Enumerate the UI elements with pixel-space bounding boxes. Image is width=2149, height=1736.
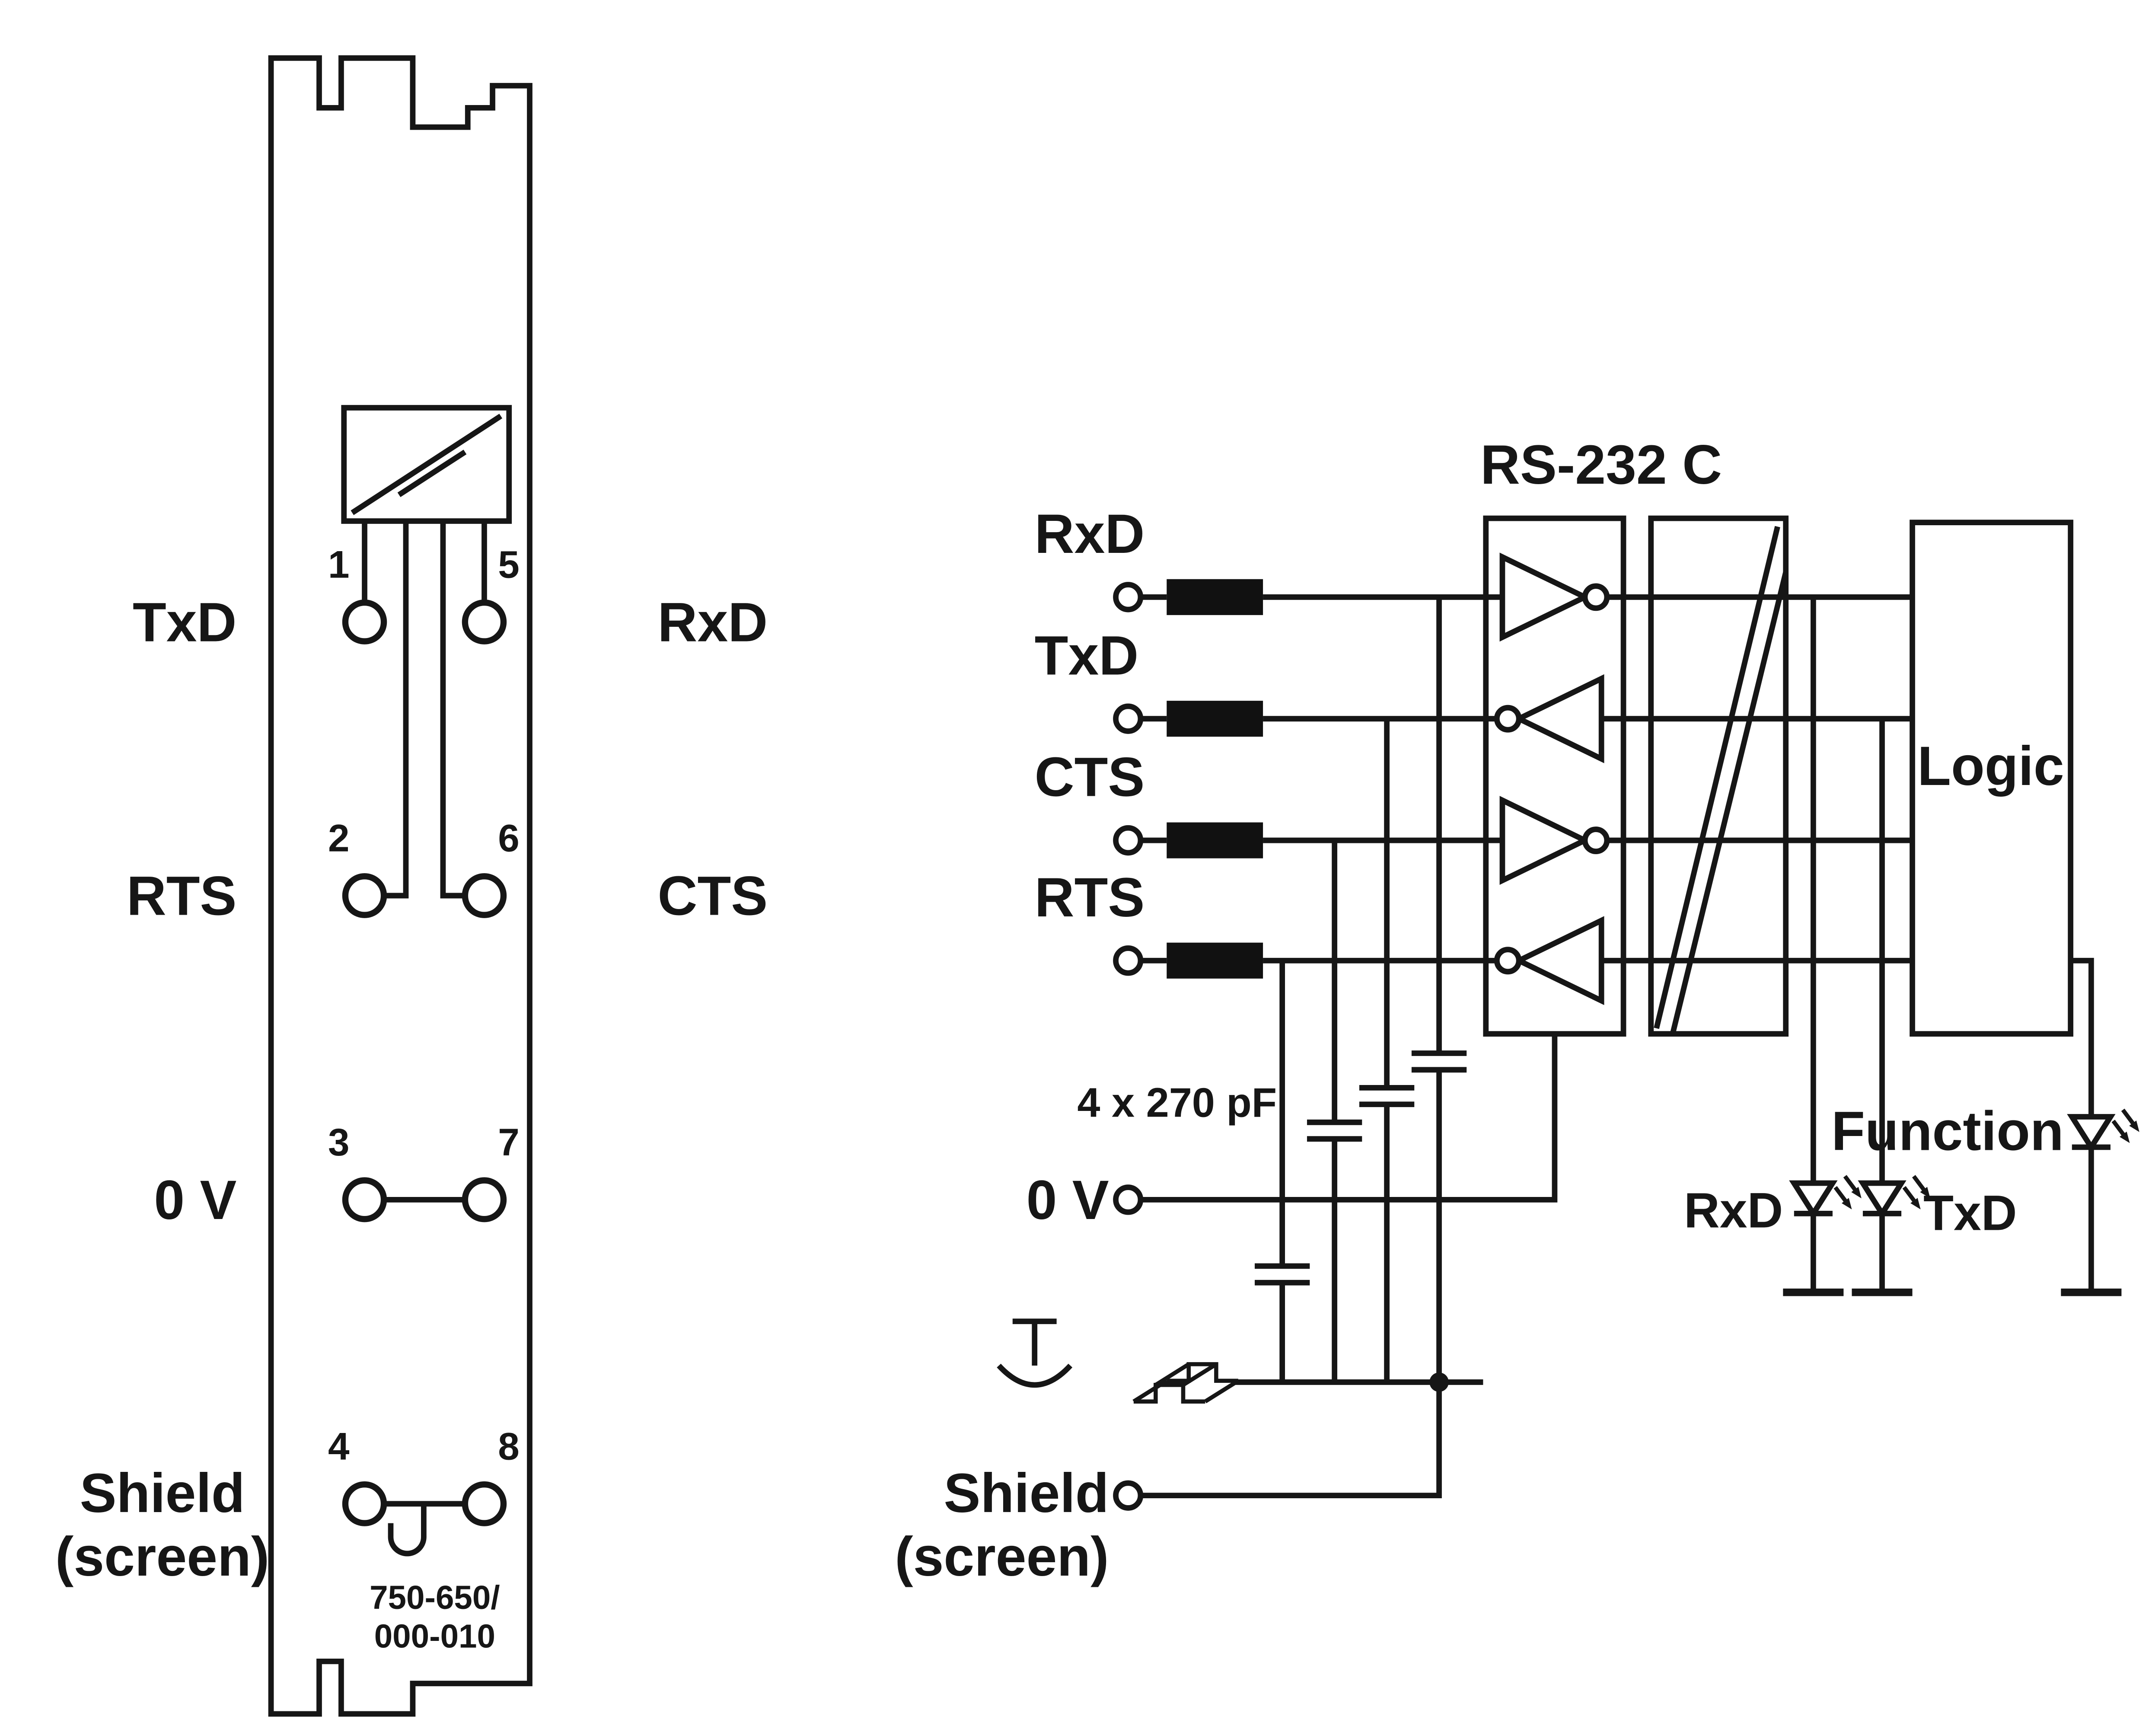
din-rail-front	[1133, 1383, 1205, 1404]
status-leds: RxD TxD Function	[1684, 1100, 2139, 1296]
terminal-rts	[1113, 945, 1144, 976]
pin-number-8: 8	[498, 1424, 520, 1468]
rxd-led-label: RxD	[1684, 1183, 1783, 1238]
rxd-led-icon	[1794, 1176, 1862, 1213]
pin-contact-6	[462, 873, 507, 918]
earth-icon	[997, 1318, 1073, 1388]
din-rail-edge-right	[1204, 1379, 1240, 1404]
pin-contact-3	[342, 1177, 387, 1222]
module-part-number: 750-650/ 000-010	[370, 1580, 500, 1655]
choke-rts	[1167, 942, 1263, 979]
pin-contact-2	[342, 873, 387, 918]
module-labels: TxD RxD RTS CTS 0 V Shield (screen)	[55, 591, 768, 1588]
terminal-rxd	[1113, 582, 1144, 613]
pin-contact-1	[342, 599, 387, 645]
buffer-rxd	[1499, 552, 1591, 642]
pin-number-4: 4	[328, 1424, 350, 1468]
driver-box-outline	[1483, 515, 1626, 1037]
wire-function-feed	[2070, 957, 2094, 1117]
module-label-0v: 0 V	[154, 1169, 236, 1231]
terminal-cts	[1113, 825, 1144, 856]
isolation-diagonal-short	[397, 450, 467, 498]
pin-number-2: 2	[328, 816, 350, 859]
pin-contact-8	[462, 1481, 507, 1526]
part-number-line1: 750-650/	[370, 1580, 500, 1616]
signal-label-shield: Shield	[944, 1462, 1109, 1524]
logic-box: Logic	[1910, 520, 2073, 1037]
isolation-diagonal	[351, 414, 503, 515]
driver-box	[1483, 515, 1626, 1037]
wire-shield	[1140, 1382, 1442, 1499]
signal-label-0v: 0 V	[1027, 1169, 1109, 1231]
circuit-schematic: Logic	[895, 434, 2139, 1588]
driver-box-label: RS-232 C	[1480, 434, 1722, 496]
isolation-barrier-diagonal-1	[1654, 526, 1780, 1029]
function-led-label: Function	[1831, 1100, 2063, 1162]
terminals	[1113, 582, 1144, 1511]
wire-0v	[1140, 1034, 1558, 1203]
txd-led-icon	[1863, 1176, 1930, 1213]
pin-number-1: 1	[328, 542, 350, 586]
terminal-txd	[1113, 703, 1144, 734]
signal-label-txd: TxD	[1035, 625, 1139, 686]
pin-contact-4	[342, 1481, 387, 1526]
signal-label-cts: CTS	[1035, 746, 1145, 808]
buffer-txd	[1512, 674, 1604, 763]
capacitors	[1254, 1050, 1467, 1286]
logic-box-label: Logic	[1917, 735, 2064, 797]
wire-pin2	[385, 521, 409, 899]
din-rail-back	[1167, 1362, 1238, 1383]
choke-cts	[1167, 822, 1263, 858]
schematic-labels: RxD TxD CTS RTS 0 V Shield (screen) RS-2…	[895, 434, 1722, 1588]
module-wiring	[362, 521, 487, 1557]
buffer-cts	[1499, 796, 1591, 885]
module-label-screen: (screen)	[55, 1526, 269, 1588]
module-label-cts: CTS	[658, 865, 768, 927]
buffer-txd-bubble	[1494, 705, 1522, 733]
choke-txd	[1167, 701, 1263, 737]
terminal-shield	[1113, 1480, 1144, 1511]
buffer-cts-bubble	[1582, 827, 1610, 855]
logic-box-outline	[1910, 520, 2073, 1037]
module-label-shield: Shield	[80, 1462, 245, 1524]
din-rail-icon	[1132, 1362, 1240, 1404]
choke-rxd	[1167, 579, 1263, 615]
earth-arc	[997, 1363, 1073, 1388]
capacitor-value-label: 4 x 270 pF	[1077, 1079, 1277, 1126]
din-rail-top-left	[1154, 1362, 1190, 1387]
txd-led-label: TxD	[1923, 1186, 2017, 1241]
pin-contact-7	[462, 1177, 507, 1222]
buffer-rxd-bubble	[1582, 583, 1610, 611]
pin-contact-5	[462, 599, 507, 645]
signal-label-rxd: RxD	[1035, 503, 1145, 565]
isolation-barrier	[1648, 515, 1789, 1037]
shield-hook-icon	[388, 1503, 427, 1557]
module-pins	[342, 599, 507, 1526]
buffer-rts-bubble	[1494, 947, 1522, 975]
pin-number-3: 3	[328, 1120, 350, 1164]
terminal-0v	[1113, 1184, 1144, 1215]
isolation-barrier-outline	[1648, 515, 1789, 1037]
module-terminal-view: 1 5 2 6 3 7 4 8 TxD RxD RTS CTS 0 V Shie…	[55, 55, 768, 1717]
filter-chokes	[1167, 579, 1263, 979]
din-rail-top-right	[1182, 1362, 1218, 1387]
module-pin-numbers: 1 5 2 6 3 7 4 8	[328, 542, 520, 1468]
module-label-txd: TxD	[133, 591, 237, 653]
isolation-barrier-diagonal-2	[1670, 571, 1789, 1034]
wire-pin6	[440, 521, 464, 899]
signal-label-screen: (screen)	[895, 1526, 1109, 1588]
signal-label-rts: RTS	[1035, 867, 1145, 929]
module-label-rxd: RxD	[658, 591, 768, 653]
function-led-icon	[2072, 1110, 2139, 1147]
buffer-rts	[1512, 916, 1604, 1005]
pin-number-5: 5	[498, 542, 520, 586]
pin-number-7: 7	[498, 1120, 520, 1164]
din-rail-edge-left	[1132, 1379, 1168, 1404]
module-label-rts: RTS	[127, 865, 237, 927]
part-number-line2: 000-010	[374, 1618, 495, 1655]
pin-number-6: 6	[498, 816, 520, 859]
junction-dot	[1429, 1372, 1449, 1392]
module-isolation-symbol	[341, 405, 512, 524]
